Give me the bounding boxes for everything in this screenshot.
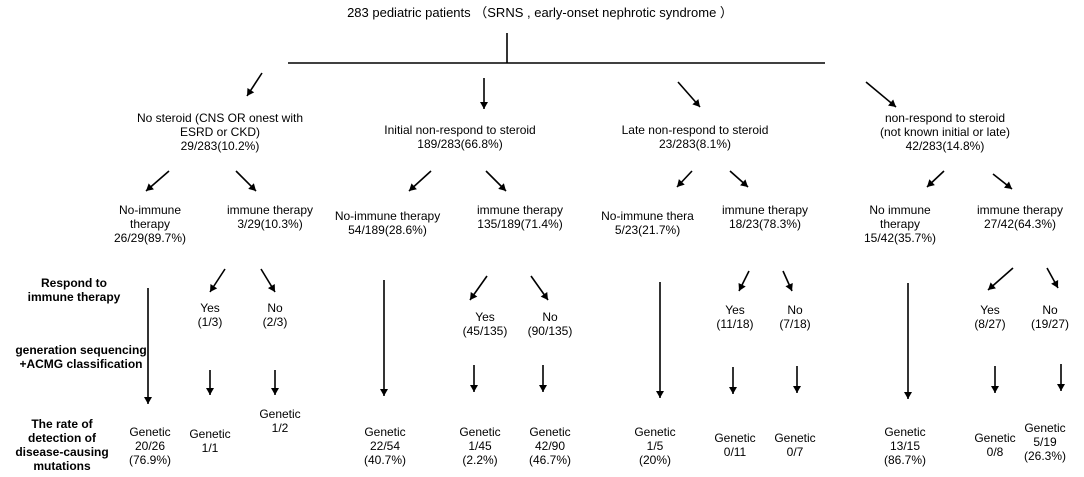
group-header: non-respond to steroid(not known initial…: [879, 111, 1011, 153]
arrowhead: [271, 388, 279, 395]
arrowhead: [991, 386, 999, 393]
arrowhead: [1057, 384, 1065, 391]
no-node: No(19/27): [1030, 303, 1070, 331]
arrowhead: [210, 283, 218, 292]
arrowhead: [785, 282, 793, 291]
row-label-sequencing: generation sequencing+ACMG classificatio…: [15, 343, 147, 371]
no-node: No(2/3): [262, 301, 288, 329]
yes-node: Yes(1/3): [197, 301, 223, 329]
yes-node: Yes(45/135): [462, 310, 508, 338]
arrowhead: [738, 282, 746, 291]
arrowhead: [146, 183, 154, 191]
arrowhead: [498, 183, 506, 191]
arrowhead: [470, 385, 478, 392]
arrowhead: [656, 391, 664, 398]
arrowhead: [729, 387, 737, 394]
arrowhead: [692, 99, 700, 107]
arrowhead: [988, 282, 996, 290]
arrowhead: [409, 183, 417, 191]
arrowhead: [904, 392, 912, 399]
arrowhead: [144, 397, 152, 404]
arrowhead: [247, 87, 255, 96]
diagram-title: 283 pediatric patients （SRNS , early-ons…: [347, 5, 733, 20]
arrowhead: [480, 102, 488, 109]
arrowhead: [539, 385, 547, 392]
arrowhead: [470, 291, 478, 300]
arrowhead: [540, 291, 548, 300]
no-node: No(90/135): [527, 310, 573, 338]
arrowhead: [248, 183, 256, 191]
yes-node: Yes(11/18): [716, 303, 754, 331]
arrowhead: [888, 99, 896, 107]
no-node: No(7/18): [779, 303, 811, 331]
arrowhead: [380, 389, 388, 396]
arrowhead: [267, 283, 275, 292]
arrowhead: [1004, 181, 1012, 189]
arrowhead: [927, 179, 935, 187]
arrowhead: [793, 386, 801, 393]
yes-node: Yes(8/27): [974, 303, 1006, 331]
arrowhead: [677, 179, 685, 187]
arrowhead: [740, 179, 748, 187]
arrowhead: [206, 388, 214, 395]
arrowhead: [1051, 279, 1059, 288]
